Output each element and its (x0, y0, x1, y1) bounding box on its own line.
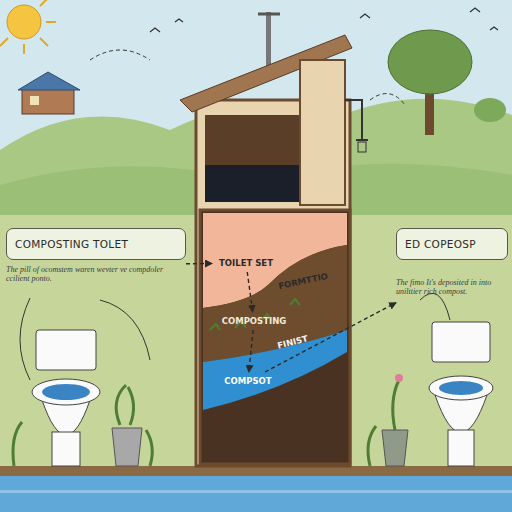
house-wall (22, 88, 74, 114)
layer-band: COMPSOT (216, 372, 280, 390)
leader-line (20, 298, 150, 380)
node-title: TOILET SET (212, 254, 280, 272)
flow-arrow (265, 303, 396, 372)
house-window (30, 96, 39, 105)
node-title: COMPSOT (216, 372, 280, 390)
plants (368, 380, 399, 466)
toilet-water (439, 381, 483, 395)
compost-top (205, 115, 300, 165)
birds (150, 8, 498, 32)
tap-pipe (345, 100, 368, 140)
toilet-structure (180, 12, 368, 466)
compost-layer (203, 330, 347, 410)
layer-band: COMPOSTING (208, 312, 300, 330)
bucket (112, 428, 142, 466)
water-strip (0, 476, 512, 512)
vent-cap (258, 13, 280, 16)
node-description: The pill of ocomstem waren wevter ve com… (6, 265, 186, 283)
label-box: COMPOSTING TOLET The pill of ocomstem war… (6, 228, 186, 302)
node-title: COMPOSTING TOLET (6, 228, 186, 260)
toilet-seat (429, 376, 493, 400)
plants (13, 385, 152, 466)
node-title: COMPOSTING (208, 312, 300, 330)
tree (388, 30, 506, 135)
toilet-base (52, 432, 80, 466)
toilet-seat (32, 379, 100, 405)
toilet-water (42, 384, 90, 400)
left-toilet (13, 298, 152, 466)
flower (395, 374, 403, 382)
toilet-tank (36, 330, 96, 370)
label-box: ED COPEOSP The fimo It's deposited in int… (396, 228, 508, 318)
toilet-tank (432, 322, 490, 362)
node-description: The fimo It's deposited in into unilttie… (396, 278, 508, 296)
side-column (300, 60, 345, 205)
layer-band: TOILET SET (212, 254, 280, 272)
sun (0, 0, 56, 54)
dark-chamber (205, 165, 300, 202)
house-roof (18, 72, 80, 90)
toilet-base (448, 430, 474, 466)
water-ripple (0, 490, 512, 493)
tap-cup (358, 142, 366, 152)
vent-pipe (266, 12, 271, 70)
flow-arrow (186, 263, 212, 265)
node-title: ED COPEOSP (396, 228, 508, 260)
house (18, 72, 80, 114)
toilet-bowl (435, 395, 487, 433)
flow-arrow (249, 330, 253, 372)
sun-disc (7, 5, 41, 39)
tree-canopy (388, 30, 472, 94)
lower-chamber (200, 210, 350, 464)
plant-pot (382, 430, 408, 466)
sun-rays (0, 0, 56, 54)
flow-arrow (247, 272, 253, 312)
leader-line (420, 293, 450, 320)
bush (474, 98, 506, 122)
right-toilet (368, 293, 493, 466)
